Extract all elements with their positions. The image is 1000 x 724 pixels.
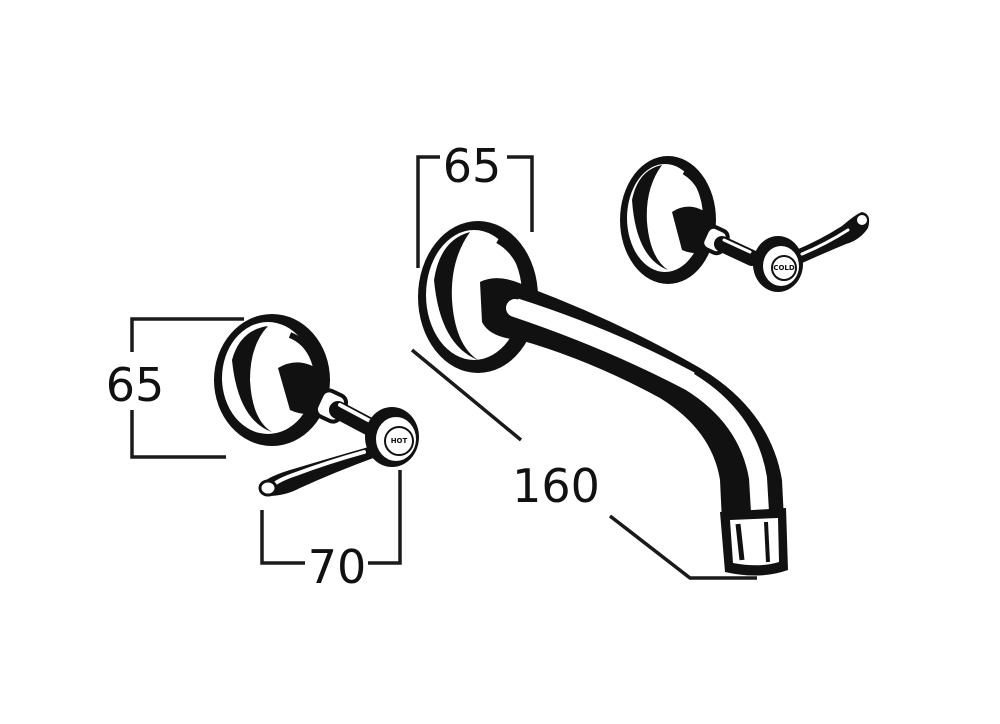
hot-tap: HOT: [214, 314, 419, 497]
hot-tap-height-value: 65: [106, 358, 165, 412]
cold-label: COLD: [773, 264, 795, 272]
spout-plate-dimension: 65: [416, 139, 534, 268]
hot-tap-height-dimension: 65: [106, 317, 244, 459]
hot-tap-lever: [258, 446, 376, 497]
hot-tap-hub: HOT: [365, 407, 419, 467]
hot-label: HOT: [391, 437, 408, 445]
spout-length-dimension: 160: [410, 348, 757, 580]
hot-tap-spindle: [278, 362, 381, 437]
spout-length-value: 160: [512, 459, 600, 513]
cold-tap-spindle: [672, 206, 760, 266]
hot-tap-width-value: 70: [308, 540, 367, 594]
cold-tap-lever: [796, 212, 870, 264]
spout: [418, 221, 788, 576]
cold-tap-hub: COLD: [753, 236, 803, 292]
spout-plate-value: 65: [443, 139, 502, 193]
spout-arm: [480, 278, 784, 522]
spout-nozzle: [720, 508, 788, 576]
hot-tap-width-dimension: 70: [260, 470, 402, 594]
cold-tap: COLD: [620, 156, 870, 292]
